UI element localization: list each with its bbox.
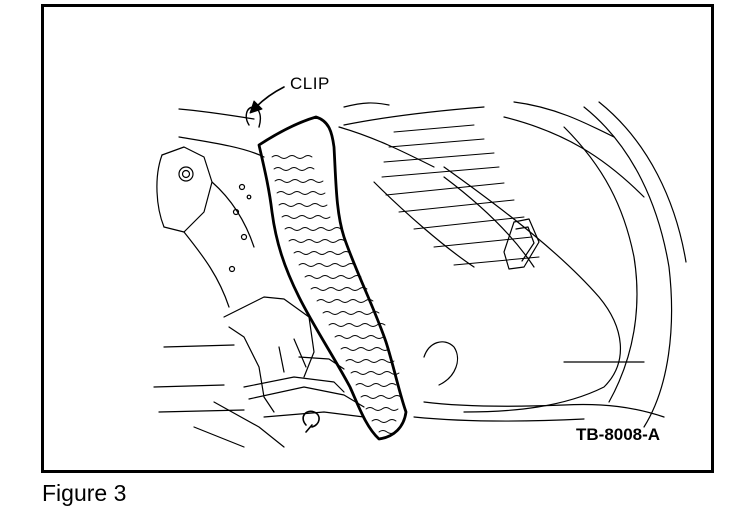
clip-leader-arrow <box>249 86 285 114</box>
figure-frame: CLIP TB-8008-A <box>41 4 714 473</box>
vehicle-interior-illustration <box>153 86 687 448</box>
kick-panel-trim <box>245 106 408 441</box>
lower-clip-hook <box>302 410 320 433</box>
dashboard-hatching <box>381 124 540 266</box>
pillar-bracket <box>156 146 255 308</box>
clip-callout-label: CLIP <box>290 74 330 93</box>
reference-code: TB-8008-A <box>576 425 661 444</box>
figure-caption: Figure 3 <box>42 480 127 506</box>
background-contours <box>153 101 645 413</box>
seat-bracket <box>193 296 365 448</box>
door-panel <box>413 101 687 428</box>
